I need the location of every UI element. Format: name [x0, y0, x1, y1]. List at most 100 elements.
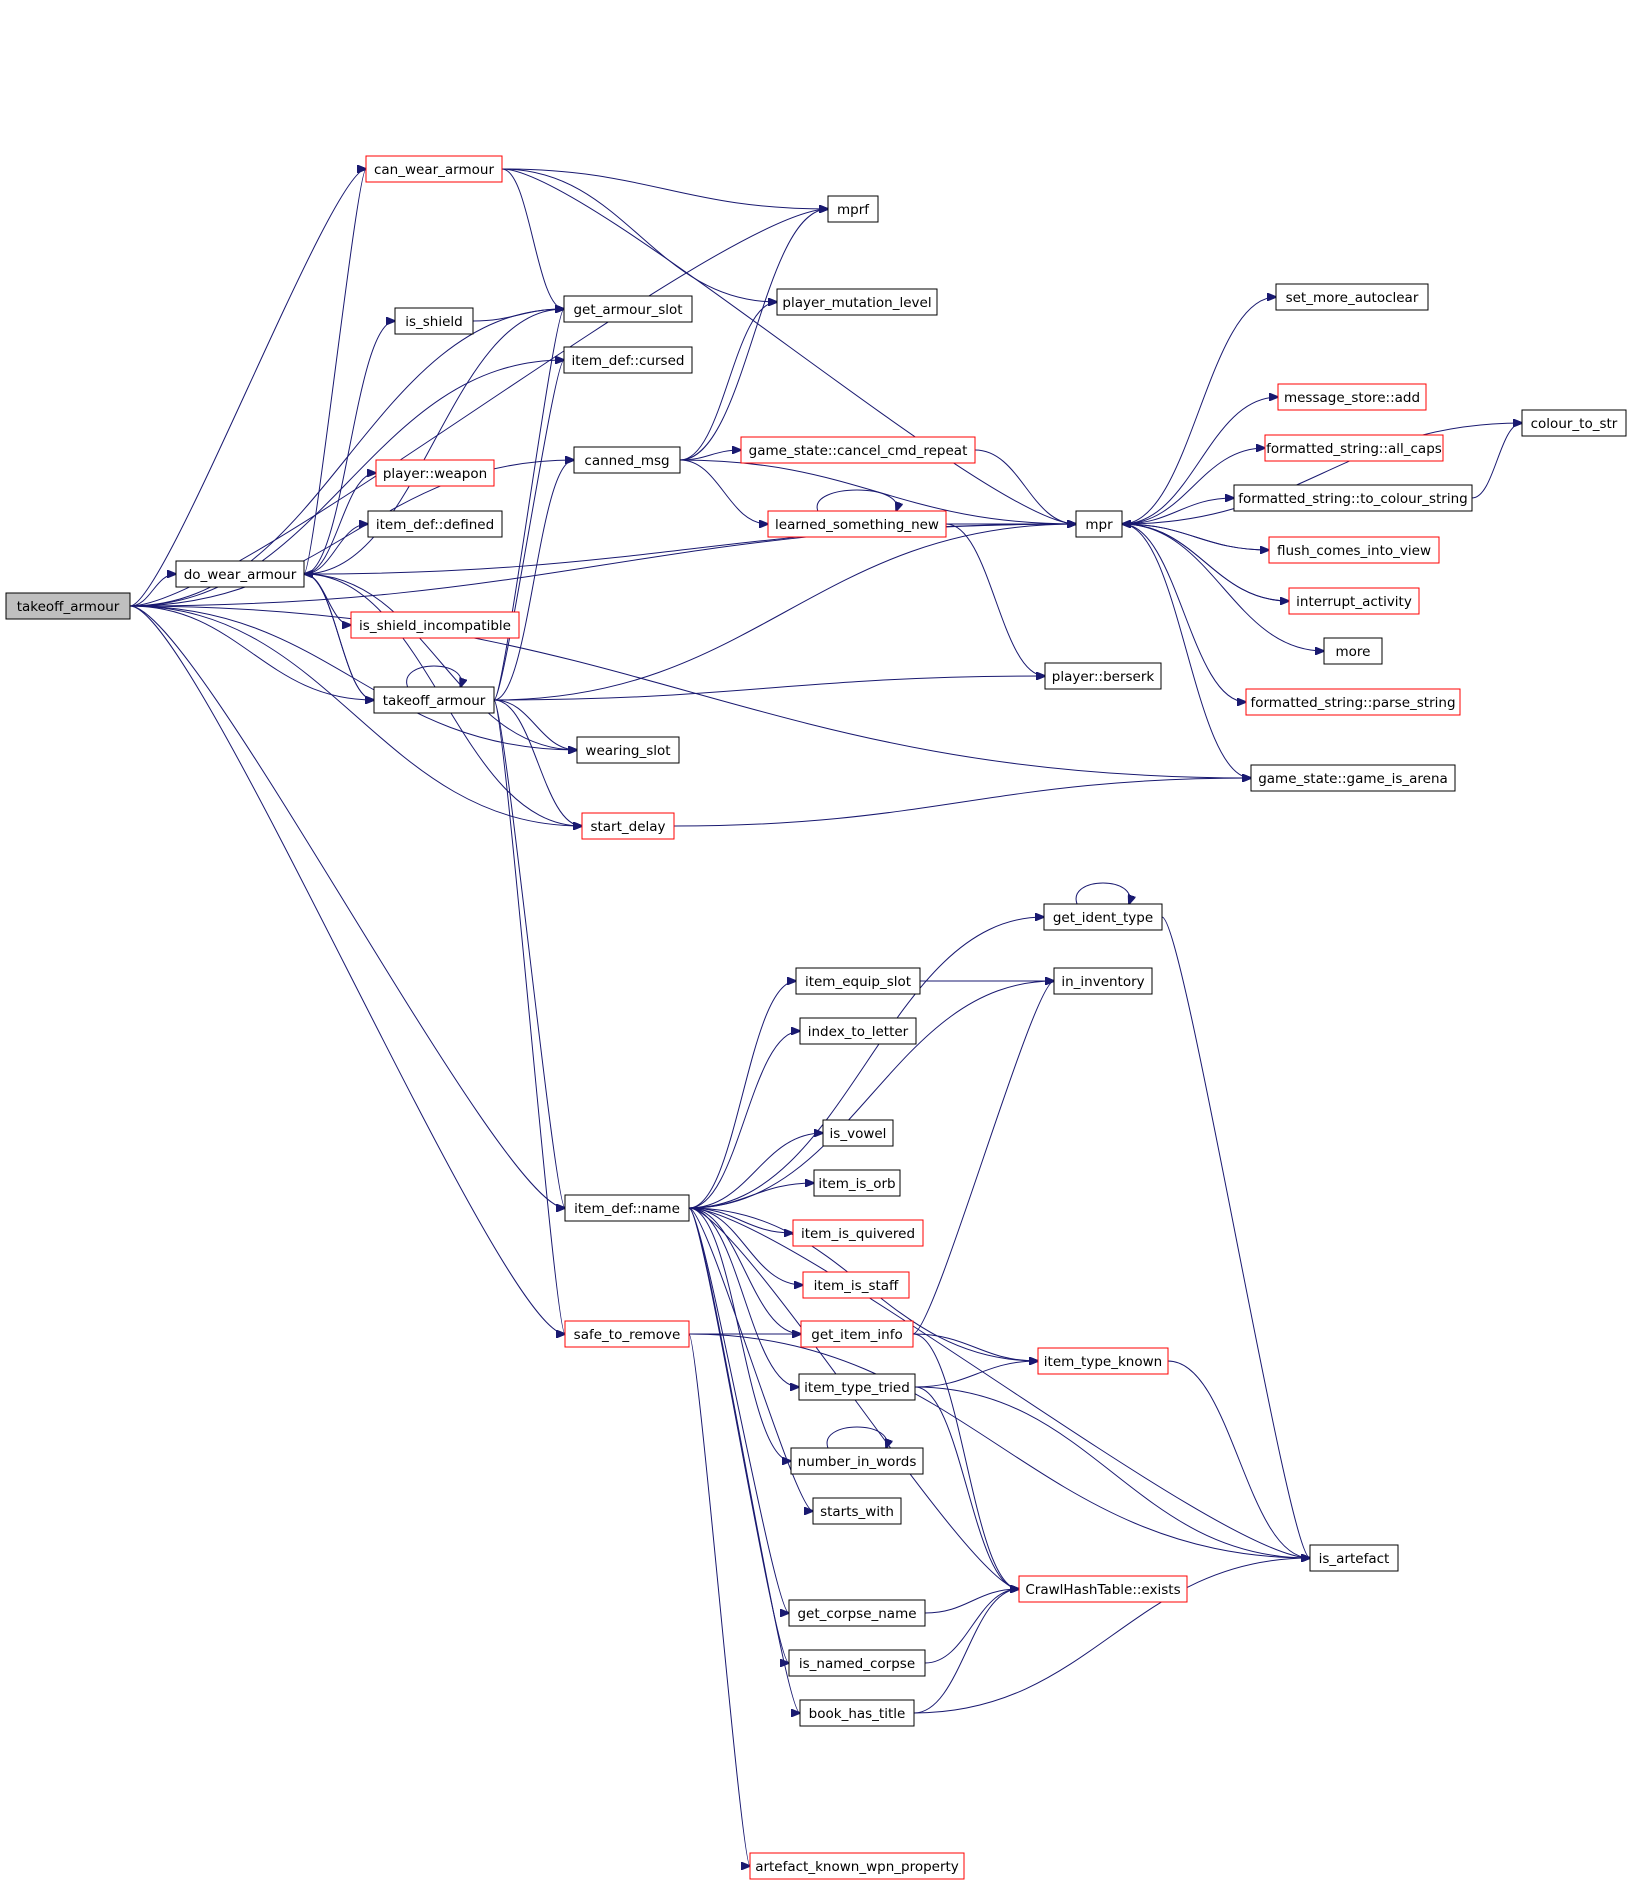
- node-is-named-corpse[interactable]: is_named_corpse: [788, 1649, 926, 1677]
- node-box: [792, 1219, 924, 1247]
- node-mpr[interactable]: mpr: [1075, 510, 1123, 538]
- node-player-berserk[interactable]: player::berserk: [1044, 662, 1162, 690]
- edge-takeoff_armour2-to-item_def_name: [493, 699, 565, 1208]
- edge-do_wear_armour-to-player_weapon: [303, 473, 376, 575]
- node-item-def-name[interactable]: item_def::name: [564, 1194, 690, 1222]
- edge-canned_msg-to-mprf: [679, 209, 828, 461]
- node-number-in-words[interactable]: number_in_words: [790, 1447, 924, 1475]
- node-get-armour-slot[interactable]: get_armour_slot: [563, 295, 693, 323]
- node-parse-string[interactable]: formatted_string::parse_string: [1245, 688, 1461, 716]
- node-takeoff-armour2[interactable]: takeoff_armour: [373, 686, 495, 714]
- node-is-shield[interactable]: is_shield: [394, 307, 474, 335]
- node-item-equip-slot[interactable]: item_equip_slot: [795, 967, 921, 995]
- edge-mpr-to-set_more_autoclear: [1121, 297, 1276, 525]
- node-label: item_type_known: [1044, 1354, 1162, 1370]
- edge-do_wear_armour-to-is_shield: [303, 321, 395, 575]
- node-learned-something-new[interactable]: learned_something_new: [767, 510, 947, 538]
- node-get-corpse-name[interactable]: get_corpse_name: [788, 1599, 926, 1627]
- edge-item_def_name-to-get_item_info: [688, 1207, 801, 1334]
- node-label: formatted_string::parse_string: [1250, 695, 1455, 711]
- node-item-type-tried[interactable]: item_type_tried: [798, 1373, 916, 1401]
- edge-root-to-can_wear_armour: [129, 169, 366, 607]
- node-get-item-info[interactable]: get_item_info: [800, 1320, 914, 1348]
- node-item-def-cursed[interactable]: item_def::cursed: [563, 346, 693, 374]
- node-item-is-orb[interactable]: item_is_orb: [813, 1169, 901, 1197]
- node-is-shield-incompatible[interactable]: is_shield_incompatible: [350, 611, 520, 639]
- node-label: is_shield: [405, 314, 463, 330]
- node-label: get_ident_type: [1053, 910, 1153, 926]
- node-box: [812, 1497, 902, 1525]
- node-label: number_in_words: [798, 1454, 917, 1470]
- node-box: [1018, 1575, 1188, 1603]
- node-item-type-known[interactable]: item_type_known: [1037, 1347, 1169, 1375]
- node-do-wear-armour[interactable]: do_wear_armour: [175, 560, 305, 588]
- edge-item_type_tried-to-item_type_known: [914, 1361, 1038, 1388]
- node-safe-to-remove[interactable]: safe_to_remove: [564, 1320, 690, 1348]
- node-game-is-arena[interactable]: game_state::game_is_arena: [1250, 764, 1456, 792]
- node-box: [1233, 484, 1473, 512]
- edge-takeoff_armour2-to-safe_to_remove: [493, 699, 565, 1334]
- node-interrupt-activity[interactable]: interrupt_activity: [1288, 587, 1420, 615]
- node-is-vowel[interactable]: is_vowel: [822, 1119, 894, 1147]
- node-box: [1288, 587, 1420, 615]
- node-colour-to-str[interactable]: colour_to_str: [1521, 409, 1627, 437]
- node-player-weapon[interactable]: player::weapon: [375, 459, 495, 487]
- node-all-caps[interactable]: formatted_string::all_caps: [1264, 434, 1444, 462]
- edge-item_type_tried-to-is_artefact: [914, 1386, 1310, 1558]
- edge-flush_comes_into_view-to-mpr: [1122, 524, 1270, 551]
- edge-mpr-to-all_caps: [1121, 448, 1265, 525]
- node-label: flush_comes_into_view: [1277, 543, 1431, 559]
- node-in-inventory[interactable]: in_inventory: [1053, 967, 1153, 995]
- edge-learned_something_new-to-learned_something_new: [816, 489, 897, 511]
- node-canned-msg[interactable]: canned_msg: [573, 446, 681, 474]
- edge-mpr-to-game_is_arena: [1121, 523, 1251, 778]
- node-box: [573, 446, 681, 474]
- node-item-def-defined[interactable]: item_def::defined: [367, 510, 503, 538]
- node-wearing-slot[interactable]: wearing_slot: [576, 736, 680, 764]
- node-label: is_artefact: [1319, 1551, 1390, 1567]
- node-artefact-known-wpn-property[interactable]: artefact_known_wpn_property: [749, 1852, 965, 1880]
- node-get-ident-type[interactable]: get_ident_type: [1043, 903, 1163, 931]
- node-box: [1264, 434, 1444, 462]
- node-crawl-hash-exists[interactable]: CrawlHashTable::exists: [1018, 1575, 1188, 1603]
- edge-get_item_info-to-in_inventory: [912, 981, 1054, 1335]
- edge-item_def_name-to-item_equip_slot: [688, 981, 796, 1209]
- node-label: game_state::game_is_arena: [1258, 771, 1448, 787]
- node-label: formatted_string::to_colour_string: [1238, 491, 1467, 507]
- node-box: [1275, 283, 1429, 311]
- node-label: item_def::name: [574, 1201, 680, 1217]
- node-set-more-autoclear[interactable]: set_more_autoclear: [1275, 283, 1429, 311]
- node-can-wear-armour[interactable]: can_wear_armour: [365, 155, 503, 183]
- node-is-artefact[interactable]: is_artefact: [1309, 1544, 1399, 1572]
- edge-takeoff_armour2-to-do_wear_armour: [304, 574, 375, 701]
- node-start-delay[interactable]: start_delay: [581, 812, 675, 840]
- node-cancel-cmd-repeat[interactable]: game_state::cancel_cmd_repeat: [740, 436, 976, 464]
- node-more[interactable]: more: [1323, 637, 1383, 665]
- edge-takeoff_armour2-to-canned_msg: [493, 460, 574, 701]
- node-item-is-staff[interactable]: item_is_staff: [802, 1271, 910, 1299]
- node-box: [790, 1447, 924, 1475]
- edge-item_def_name-to-get_ident_type: [688, 917, 1044, 1209]
- node-label: set_more_autoclear: [1286, 290, 1419, 306]
- node-player-mutation-level[interactable]: player_mutation_level: [776, 288, 938, 316]
- node-starts-with[interactable]: starts_with: [812, 1497, 902, 1525]
- node-flush-comes-into-view[interactable]: flush_comes_into_view: [1268, 536, 1440, 564]
- node-message-store-add[interactable]: message_store::add: [1277, 383, 1427, 411]
- node-item-is-quivered[interactable]: item_is_quivered: [792, 1219, 924, 1247]
- node-book-has-title[interactable]: book_has_title: [799, 1699, 915, 1727]
- edge-item_def_name-to-item_is_orb: [688, 1183, 814, 1209]
- edge-item_def_name-to-item_is_quivered: [688, 1207, 793, 1233]
- node-to-colour-string[interactable]: formatted_string::to_colour_string: [1233, 484, 1473, 512]
- node-box: [367, 510, 503, 538]
- edge-takeoff_armour2-to-player_berserk: [493, 676, 1045, 701]
- node-root[interactable]: takeoff_armour: [5, 592, 131, 620]
- node-label: message_store::add: [1284, 390, 1420, 406]
- node-label: formatted_string::all_caps: [1266, 441, 1442, 457]
- node-mprf[interactable]: mprf: [827, 195, 879, 223]
- node-index-to-letter[interactable]: index_to_letter: [799, 1017, 917, 1045]
- node-label: more: [1336, 644, 1371, 660]
- node-box: [1323, 637, 1383, 665]
- node-box: [1309, 1544, 1399, 1572]
